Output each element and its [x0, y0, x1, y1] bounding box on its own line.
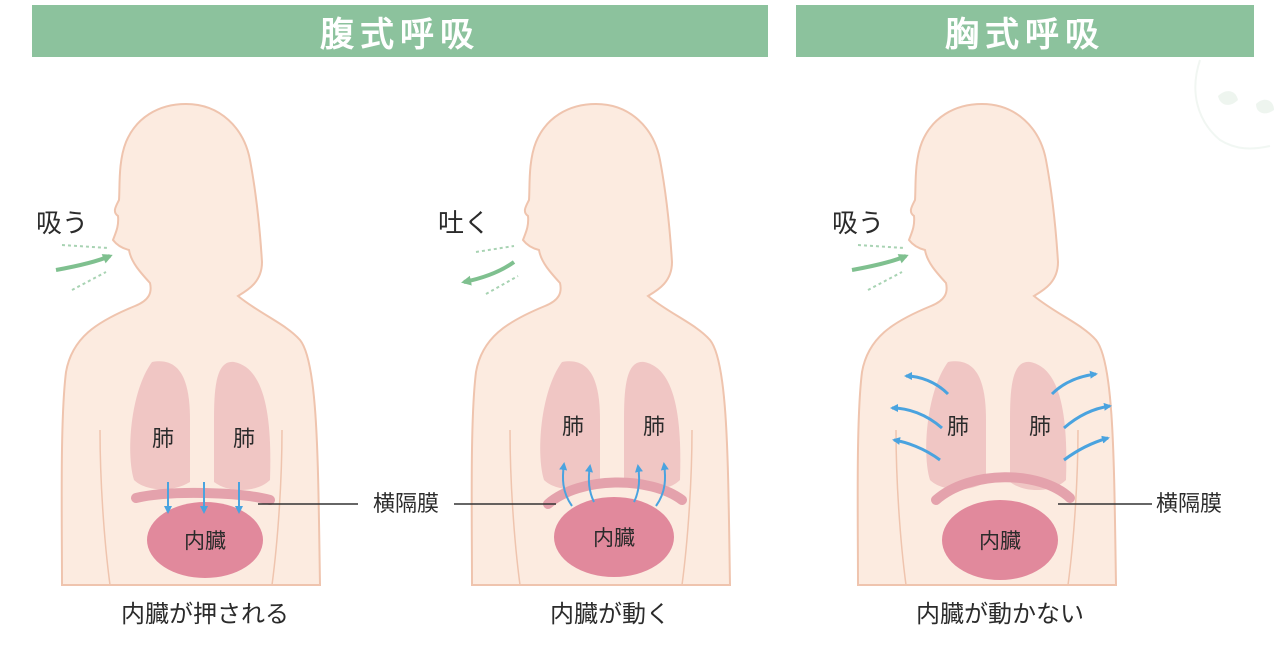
inhale-label: 吸う [36, 209, 88, 239]
lung-label-left: 肺 [152, 427, 174, 452]
lung-label-left: 肺 [947, 415, 969, 440]
organs [554, 497, 674, 577]
organs-label: 内臓 [593, 526, 635, 550]
lung-label-right: 肺 [643, 415, 665, 440]
diaphragm-domed [543, 477, 687, 509]
inhale-arrow [55, 254, 113, 272]
leaf-decoration [1194, 59, 1274, 150]
organs [147, 502, 263, 578]
caption-abdominal-exhale: 内臓が動く [550, 600, 670, 628]
diaphragm-label: 横隔膜 [1156, 492, 1222, 517]
caption-chest: 内臓が動かない [916, 600, 1084, 628]
inhale-label: 吸う [832, 209, 884, 239]
diaphragm-label: 横隔膜 [373, 492, 439, 517]
diaphragm-domed [931, 472, 1075, 505]
air-dash [61, 244, 109, 249]
organs-label: 内臓 [979, 529, 1021, 553]
outward-arrow [890, 404, 943, 430]
air-dash [71, 271, 107, 291]
diaphragm-callout: 横隔膜 [258, 492, 556, 517]
figure-chest-breathing: 肺 肺 内臓 吸う 横隔膜 内臓が動かない [832, 103, 1222, 628]
header-chest-breathing: 胸式呼吸 [796, 5, 1254, 57]
air-dash [475, 245, 515, 253]
up-arrow [655, 462, 669, 507]
outward-arrow [892, 437, 941, 462]
exhale-arrow [461, 260, 516, 286]
up-arrow [585, 464, 595, 503]
air-dash [867, 271, 903, 291]
lung-label-right: 肺 [1029, 415, 1051, 440]
figure-abdominal-exhale: 肺 肺 内臓 吐く 内臓が動く [438, 103, 731, 628]
caption-abdominal-inhale: 内臓が押される [121, 600, 289, 628]
outward-arrow [904, 372, 950, 396]
outward-arrow [1063, 402, 1112, 430]
outward-arrow [1063, 435, 1110, 462]
outward-arrow [1050, 370, 1098, 396]
up-arrow [559, 462, 573, 507]
organs-label: 内臓 [184, 529, 226, 553]
lung-label-right: 肺 [233, 427, 255, 452]
lung-label-left: 肺 [562, 415, 584, 440]
air-dash [857, 244, 905, 249]
exhale-label: 吐く [438, 209, 490, 239]
figure-abdominal-inhale: 肺 肺 内臓 吸う 内臓が押される [36, 103, 322, 628]
header-abdominal-breathing: 腹式呼吸 [32, 5, 768, 57]
inhale-arrow [851, 254, 909, 272]
up-arrow [633, 464, 643, 503]
organs [942, 500, 1058, 580]
air-dash [485, 275, 519, 295]
